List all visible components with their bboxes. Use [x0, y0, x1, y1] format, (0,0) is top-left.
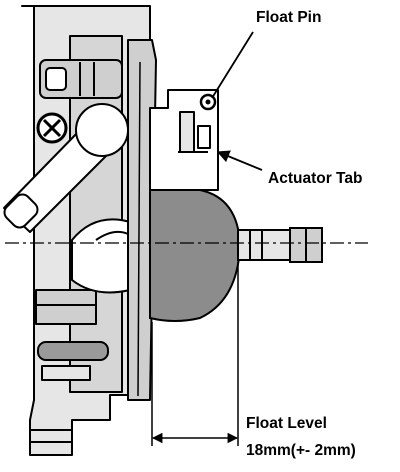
stem-shaft — [237, 229, 291, 261]
bottom-port — [37, 341, 109, 361]
float-body — [149, 189, 242, 322]
float-level-value: 18mm(+- 2mm) — [246, 442, 356, 459]
float-level-dimension — [151, 262, 239, 446]
float-stem — [237, 227, 323, 263]
throttle-bore — [71, 218, 133, 294]
lower-port — [35, 289, 97, 325]
float-pin-leader — [211, 31, 254, 99]
actuator-tab-label: Actuator Tab — [268, 170, 362, 187]
needle-seat — [179, 111, 195, 153]
actuator-tab-leader — [216, 150, 263, 171]
screw-icon — [36, 112, 68, 144]
lever-hub — [75, 103, 129, 157]
float-level-title: Float Level — [246, 415, 327, 432]
float-bracket — [149, 89, 219, 191]
upper-boss-inner — [45, 67, 67, 91]
float — [149, 189, 242, 322]
choke-lever — [3, 103, 129, 233]
float-pin-label: Float Pin — [256, 9, 321, 26]
